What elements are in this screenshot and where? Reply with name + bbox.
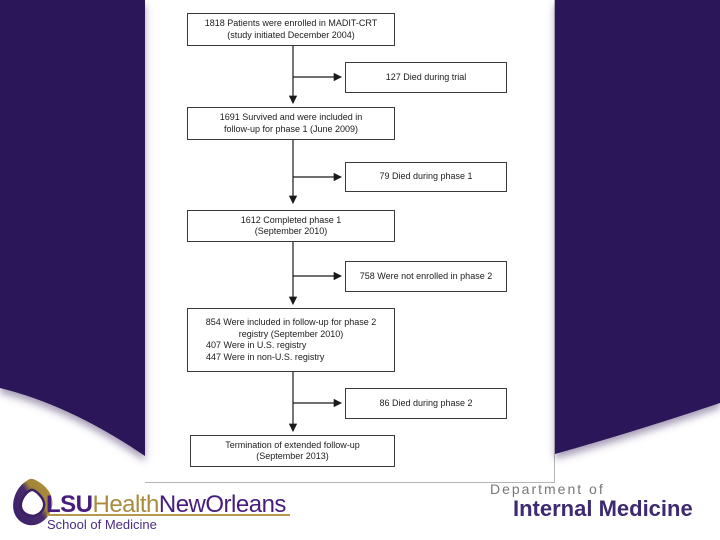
internal-medicine-label: Internal Medicine — [513, 496, 693, 521]
lsu-logo-wordmark: LSUHealthNewOrleans — [46, 491, 286, 519]
flow-box-not-enrolled-phase-2: 758 Were not enrolled in phase 2 — [345, 261, 507, 292]
flow-box-line: 86 Died during phase 2 — [379, 397, 473, 408]
flow-box-survived: 1691 Survived and were included in follo… — [187, 107, 395, 140]
school-of-medicine-label: School of Medicine — [47, 517, 157, 532]
flow-box-termination: Termination of extended follow-up (Septe… — [190, 435, 395, 467]
flow-box-line: 1818 Patients were enrolled in MADIT-CRT — [204, 18, 378, 28]
flow-box-line: 447 Were in non-U.S. registry — [206, 351, 325, 362]
flow-box-line: (study initiated December 2004) — [227, 29, 355, 40]
lsu-icon-inner-triangle — [19, 488, 46, 518]
flow-box-phase-2-registry: 854 Were included in follow-up for phase… — [187, 308, 395, 372]
flow-box-line: 127 Died during trial — [385, 71, 467, 82]
flow-box-line: (September 2010) — [254, 226, 328, 236]
gold-divider-rule — [47, 514, 290, 516]
health-text: Health — [92, 491, 160, 518]
flow-connectors — [288, 46, 343, 433]
flow-box-line: 1612 Completed phase 1 — [240, 214, 342, 225]
flow-box-line: registry (September 2010) — [238, 328, 344, 339]
department-of-label: Department of — [490, 481, 605, 497]
flow-box-died-phase-2: 86 Died during phase 2 — [345, 388, 507, 419]
flow-box-enrolled: 1818 Patients were enrolled in MADIT-CRT… — [187, 13, 395, 46]
flow-box-line: 758 Were not enrolled in phase 2 — [359, 270, 493, 281]
flow-box-line: 854 Were included in follow-up for phase… — [205, 317, 377, 327]
lsu-text: LSU — [46, 491, 93, 518]
flow-box-line: 1691 Survived and were included in — [219, 112, 363, 122]
flow-box-line: Termination of extended follow-up — [225, 439, 360, 450]
flow-box-line: (September 2013) — [256, 451, 329, 461]
flowchart-panel: 1818 Patients were enrolled in MADIT-CRT… — [145, 0, 555, 483]
flow-box-line: follow-up for phase 1 (June 2009) — [223, 123, 359, 134]
flow-box-line: 407 Were in U.S. registry — [206, 340, 307, 350]
flow-box-line: 79 Died during phase 1 — [379, 171, 473, 182]
flow-box-died-trial: 127 Died during trial — [345, 62, 507, 93]
flow-box-completed-phase-1: 1612 Completed phase 1 (September 2010) — [187, 210, 395, 242]
lsu-logo-icon — [13, 478, 53, 526]
purple-left-shape — [0, 0, 145, 456]
flow-box-died-phase-1: 79 Died during phase 1 — [345, 162, 507, 192]
purple-right-shape — [555, 0, 720, 454]
neworleans-text: NewOrleans — [158, 491, 287, 518]
